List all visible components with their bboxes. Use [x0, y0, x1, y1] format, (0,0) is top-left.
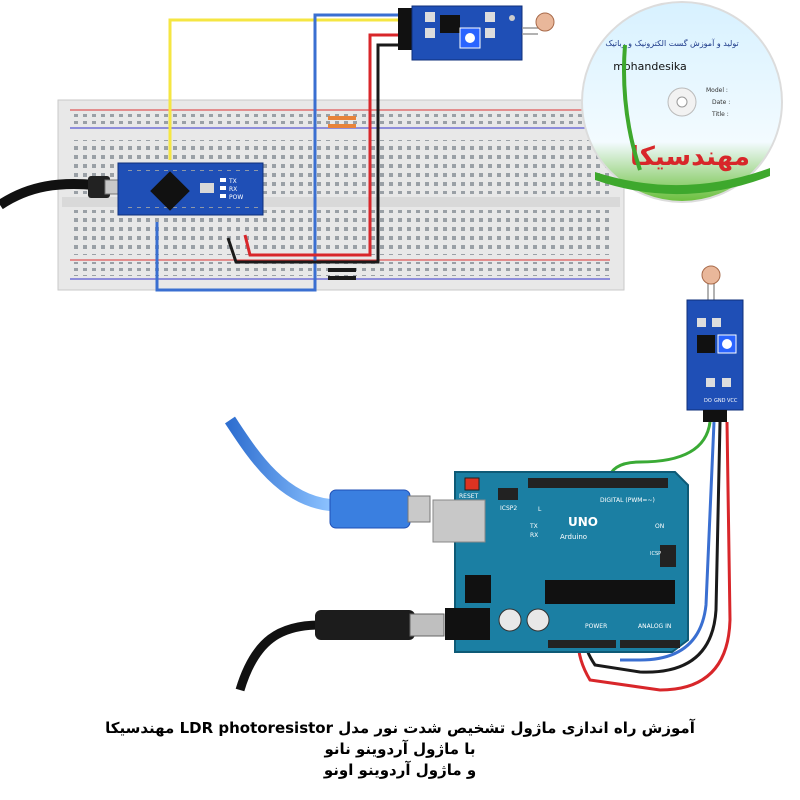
red-vcc-wire [243, 33, 410, 257]
black-gnd-wire [226, 43, 410, 264]
yellow-signal-wire [168, 18, 410, 160]
breadboard [57, 99, 625, 291]
uno-power-label: POWER [585, 623, 607, 630]
breadboard-wires [155, 13, 410, 292]
uno-logo-label: UNO [568, 515, 598, 529]
caption-line-2: با ماژول آردوینو نانو [324, 740, 476, 758]
logo-brand-text: mohandesika [613, 60, 687, 73]
photoresistor-icon [535, 12, 555, 32]
ldr-pin-vcc: VCC [727, 398, 738, 404]
logo-model-field: Model : [706, 87, 728, 94]
arduino-uno-board: RESET ICSP2 DIGITAL (PWM=~) UNO Arduino … [432, 471, 689, 653]
mohandesika-logo: تولید و آموزش گست الکترونیک و رباتیک moh… [581, 1, 783, 203]
uno-reset-label: RESET [459, 493, 479, 500]
uno-tx-label: TX [529, 523, 538, 530]
logo-date-field: Date : [712, 99, 730, 106]
ldr-module-top [398, 5, 555, 61]
ldr-pin-do: DO [704, 398, 712, 404]
nano-pow-label: POW [229, 194, 243, 201]
caption-line-3: و ماژول آردوینو اونو [323, 761, 477, 779]
uno-on-label: ON [655, 523, 664, 530]
uno-brand-label: Arduino [560, 533, 587, 541]
uno-rx-label: RX [530, 532, 538, 539]
mini-usb-cable [0, 176, 120, 210]
dc-power-cable [235, 610, 445, 692]
nano-rx-label: RX [229, 186, 237, 193]
blue-analog-wire-uno [620, 421, 716, 662]
uno-icsp-label: ICSP [650, 551, 661, 557]
caption: آموزش راه اندازی ماژول تشخیص شدت نور مدل… [0, 718, 800, 781]
ldr-module-side: DO GND VCC [686, 265, 744, 422]
logo-title-field: Title : [711, 111, 729, 118]
uno-icsp2-label: ICSP2 [500, 505, 517, 512]
caption-line-1: آموزش راه اندازی ماژول تشخیص شدت نور مدل… [105, 719, 695, 737]
photoresistor-side-icon [701, 265, 721, 285]
logo-top-text: تولید و آموزش گست الکترونیک و رباتیک [605, 38, 738, 48]
blue-analog-wire [155, 13, 410, 292]
nano-tx-label: TX [228, 178, 237, 185]
red-vcc-wire-uno [576, 421, 732, 692]
uno-l-label: L [538, 506, 542, 513]
arduino-nano-board: TX RX POW [117, 162, 264, 216]
logo-big-title: مهندسیکا [630, 142, 750, 172]
usb-b-cable [225, 416, 431, 529]
uno-digital-label: DIGITAL (PWM=~) [600, 497, 655, 504]
green-signal-wire [606, 421, 712, 481]
ldr-pin-gnd: GND [714, 398, 726, 404]
uno-analog-label: ANALOG IN [638, 623, 671, 630]
